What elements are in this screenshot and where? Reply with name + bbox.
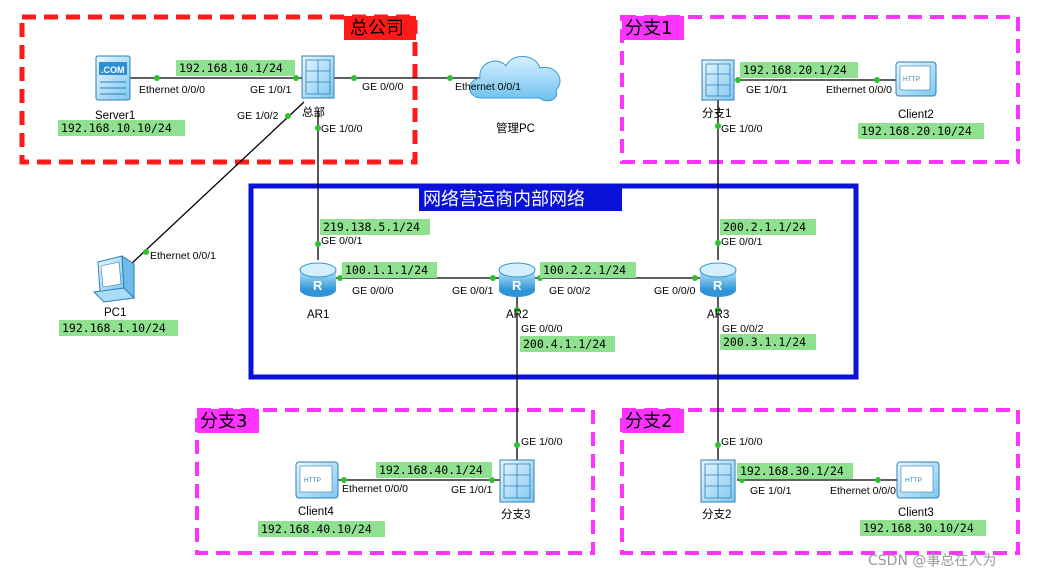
client3-label: Client3 xyxy=(898,507,934,519)
client4-http-badge: HTTP xyxy=(304,477,321,484)
branch1-ge100-port: GE 1/0/0 xyxy=(721,123,763,135)
hq-ge102-port: GE 1/0/2 xyxy=(237,110,279,122)
branch3-zone-title: 分支3 xyxy=(200,411,247,432)
branch2-firewall-icon[interactable] xyxy=(700,459,736,503)
ar3-ge001-port: GE 0/0/1 xyxy=(721,236,763,248)
branch3-firewall-label: 分支3 xyxy=(501,508,530,521)
ar3-router-glyph: R xyxy=(713,278,723,293)
client3-http-badge: HTTP xyxy=(905,477,922,484)
branch3-ge100-port: GE 1/0/0 xyxy=(521,436,563,448)
branch1-ge101-port: GE 1/0/1 xyxy=(746,84,788,96)
ar1-ar2-ip: 100.1.1.1/24 xyxy=(345,263,428,277)
branch2-zone xyxy=(620,408,1020,555)
client4-label: Client4 xyxy=(298,506,334,518)
client4-icon[interactable]: HTTP xyxy=(295,461,339,499)
port-dots xyxy=(143,75,881,483)
ar2-router-glyph: R xyxy=(512,278,522,293)
client3-icon[interactable]: HTTP xyxy=(896,461,940,499)
branch1-lan-ip: 192.168.20.1/24 xyxy=(743,63,847,77)
ar2-ge001-port: GE 0/0/1 xyxy=(452,285,494,297)
branch2-zone-title: 分支2 xyxy=(625,411,672,432)
ar1-ge001-port: GE 0/0/1 xyxy=(321,235,363,247)
client4-ip: 192.168.40.10/24 xyxy=(261,522,372,536)
branch3-zone xyxy=(195,408,595,555)
branch1-firewall-label: 分支1 xyxy=(702,107,731,120)
ar2-branch3-ip: 200.4.1.1/24 xyxy=(523,337,606,351)
cloud-icon[interactable] xyxy=(469,56,561,102)
pc1-label: PC1 xyxy=(104,307,126,319)
ar1-label: AR1 xyxy=(307,309,329,321)
branch3-firewall-icon[interactable] xyxy=(499,459,535,503)
branch1-zone-title: 分支1 xyxy=(625,18,672,39)
branch1-zone xyxy=(620,15,1020,164)
hq-firewall-label: 总部 xyxy=(302,105,325,119)
server1-eth-port: Ethernet 0/0/0 xyxy=(139,84,205,96)
isp-zone-title: 网络营运商内部网络 xyxy=(423,189,585,210)
ar2-ar3-ip: 100.2.2.1/24 xyxy=(543,263,626,277)
branch2-ge100-port: GE 1/0/0 xyxy=(721,436,763,448)
client2-label: Client2 xyxy=(898,109,934,121)
client3-ip: 192.168.30.10/24 xyxy=(863,521,974,535)
ar3-label: AR3 xyxy=(707,309,729,321)
pc1-ip: 192.168.1.10/24 xyxy=(62,321,166,335)
ar2-label: AR2 xyxy=(506,309,528,321)
ar3-router-icon[interactable]: R xyxy=(699,262,737,297)
ar1-ge000-port: GE 0/0/0 xyxy=(352,285,394,297)
hq-zone xyxy=(19,14,418,165)
link-hq-pc1 xyxy=(129,101,305,266)
hq-ge000-port: GE 0/0/0 xyxy=(362,81,404,93)
server1-icon[interactable]: .COM xyxy=(95,55,131,101)
client2-eth-port: Ethernet 0/0/0 xyxy=(826,84,892,96)
branch2-ge101-port: GE 1/0/1 xyxy=(750,485,792,497)
cloud-label: 管理PC xyxy=(496,121,535,135)
ar2-router-icon[interactable]: R xyxy=(498,262,536,297)
hq-ge101-port: GE 1/0/1 xyxy=(250,84,292,96)
ar1-router-icon[interactable]: R xyxy=(299,262,337,297)
branch3-lan-ip: 192.168.40.1/24 xyxy=(379,463,483,477)
pc1-icon[interactable] xyxy=(92,255,136,303)
server1-label: Server1 xyxy=(95,110,135,122)
ar3-ge002-port: GE 0/0/2 xyxy=(722,323,764,335)
pc1-eth-port: Ethernet 0/0/1 xyxy=(150,250,216,262)
hq-zone-title: 总公司 xyxy=(350,18,404,39)
server1-ip: 192.168.10.10/24 xyxy=(61,121,172,135)
ar2-ge002-port: GE 0/0/2 xyxy=(549,285,591,297)
hq-firewall-icon[interactable] xyxy=(301,55,335,99)
hq-g1-ip: 192.168.10.1/24 xyxy=(179,61,283,75)
ar3-branch1-ip: 200.2.1.1/24 xyxy=(723,220,806,234)
client2-ip: 192.168.20.10/24 xyxy=(861,124,972,138)
branch2-firewall-label: 分支2 xyxy=(702,508,731,521)
client2-http-badge: HTTP xyxy=(903,76,920,83)
ar2-ge000-port: GE 0/0/0 xyxy=(521,323,563,335)
server1-com-badge: .COM xyxy=(101,65,125,75)
branch2-lan-ip: 192.168.30.1/24 xyxy=(740,464,844,478)
client2-icon[interactable]: HTTP xyxy=(895,61,937,97)
ar3-ge000-port: GE 0/0/0 xyxy=(654,285,696,297)
watermark: CSDN @事总在人为 xyxy=(868,553,996,569)
branch1-firewall-icon[interactable] xyxy=(701,59,735,101)
client3-eth-port: Ethernet 0/0/0 xyxy=(830,485,896,497)
hq-wan-ip: 219.138.5.1/24 xyxy=(323,220,420,234)
ar1-router-glyph: R xyxy=(313,278,323,293)
cloud-eth-port: Ethernet 0/0/1 xyxy=(455,81,521,93)
ar3-branch2-ip: 200.3.1.1/24 xyxy=(723,335,806,349)
client4-eth-port: Ethernet 0/0/0 xyxy=(342,483,408,495)
branch3-ge101-port: GE 1/0/1 xyxy=(451,484,493,496)
hq-ge100-port: GE 1/0/0 xyxy=(321,123,363,135)
